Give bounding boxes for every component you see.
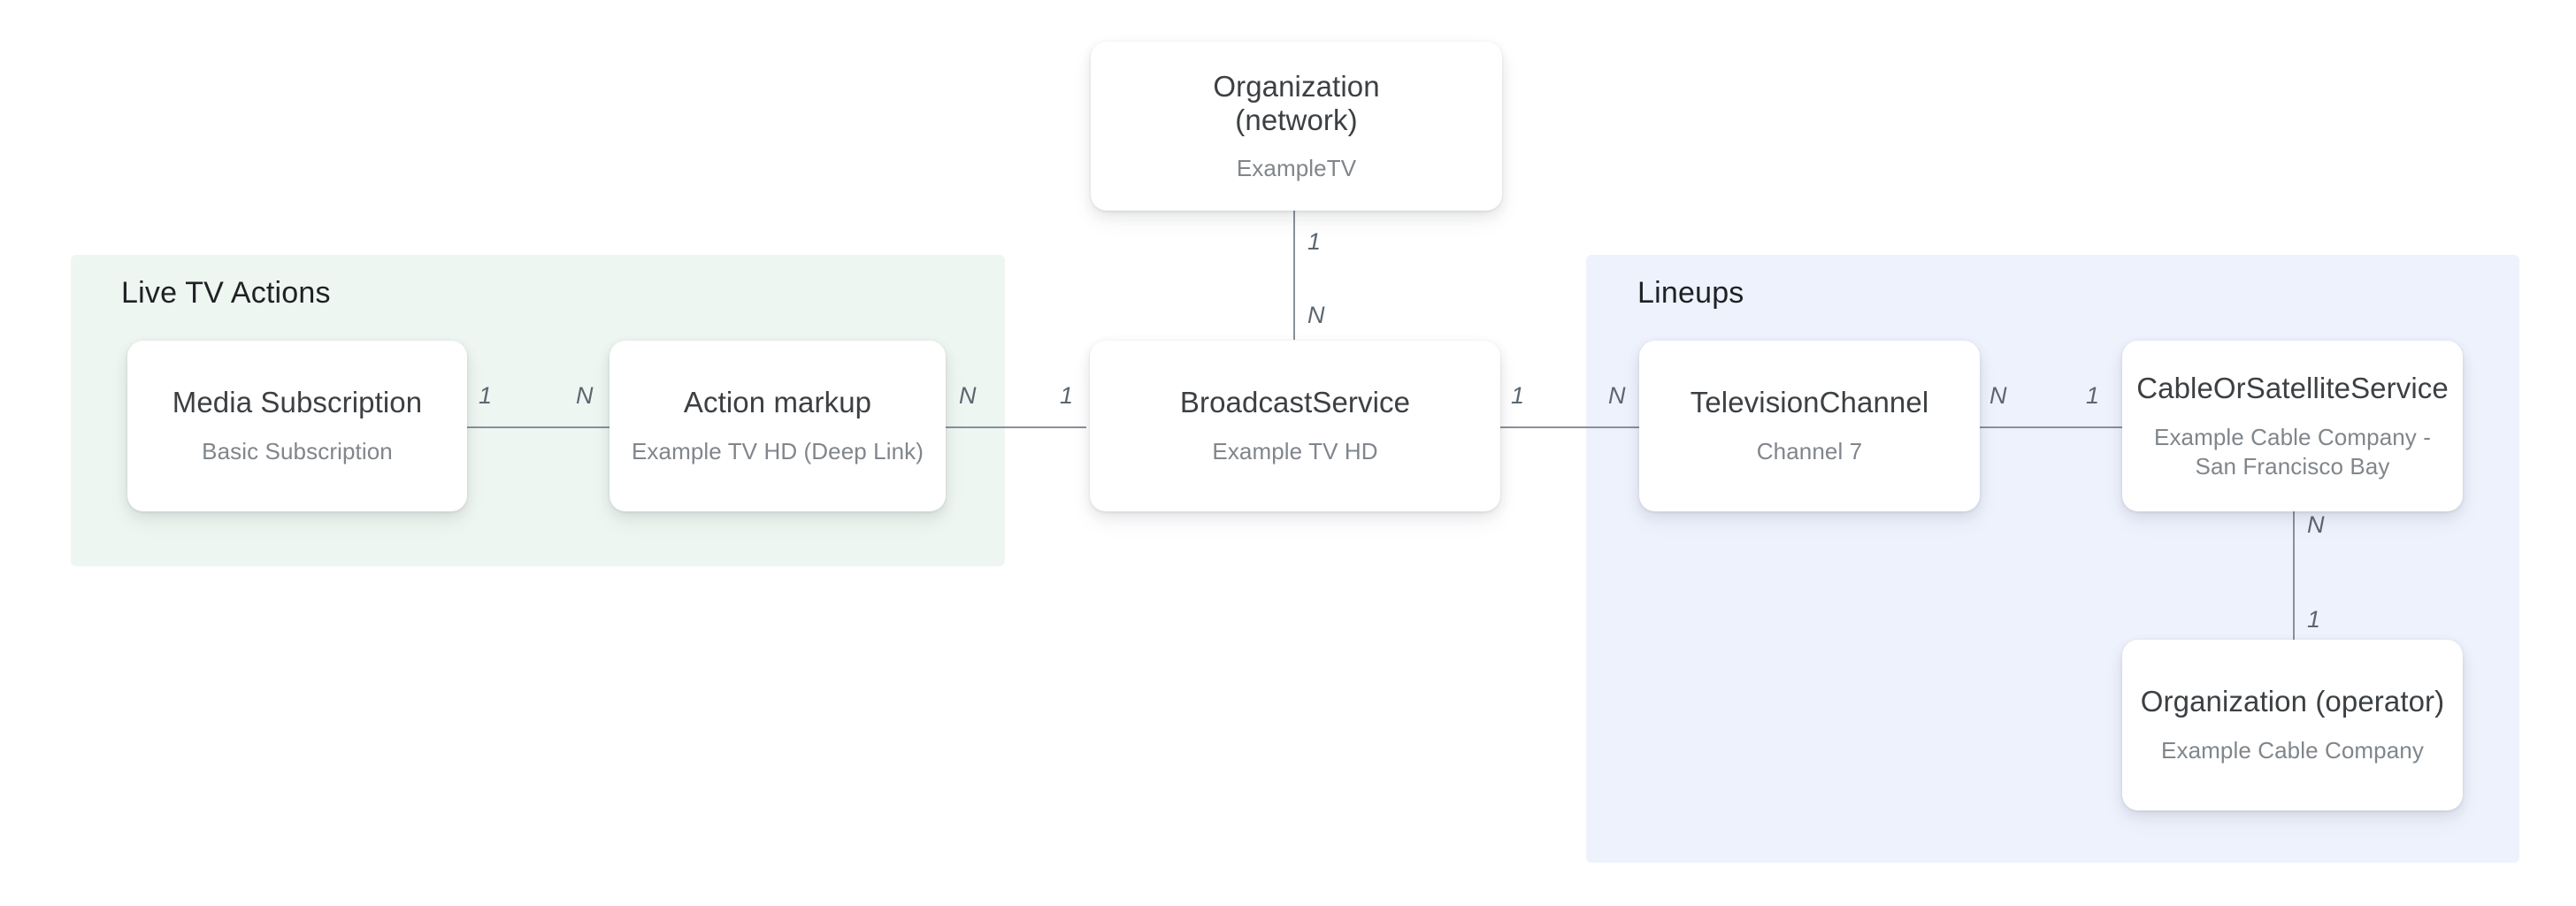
edge-label-org-network-to-broadcast-service-to: N [1307,302,1325,328]
edge-label-media-subscription-to-action-markup-to: N [576,382,594,409]
node-title-television-channel: TelevisionChannel [1690,386,1929,419]
node-cable-or-satellite-service[interactable]: CableOrSatelliteService Example Cable Co… [2122,341,2463,511]
edge-label-broadcast-service-to-television-channel-from: 1 [1511,382,1525,409]
node-title-organization-operator: Organization (operator) [2140,685,2445,718]
edge-television-channel-to-cable-or-satellite-service [1975,426,2122,428]
node-subtitle-action-markup: Example TV HD (Deep Link) [631,438,924,465]
node-title-action-markup: Action markup [683,386,872,419]
node-subtitle-organization-network: ExampleTV [1236,154,1357,181]
edge-label-action-markup-to-broadcast-service-from: N [959,382,977,409]
node-title-cable-or-satellite-service: CableOrSatelliteService [2136,371,2449,404]
node-title-organization-network: Organization (network) [1213,69,1380,137]
node-action-markup[interactable]: Action markup Example TV HD (Deep Link) [610,341,946,511]
node-organization-network[interactable]: Organization (network) ExampleTV [1091,42,1502,211]
node-subtitle-television-channel: Channel 7 [1756,438,1863,465]
edge-action-markup-to-broadcast-service [945,426,1086,428]
node-title-media-subscription: Media Subscription [172,386,423,419]
node-title-broadcast-service: BroadcastService [1179,386,1411,419]
edge-label-org-network-to-broadcast-service-from: 1 [1307,228,1322,255]
node-television-channel[interactable]: TelevisionChannel Channel 7 [1639,341,1980,511]
edge-media-subscription-to-action-markup [464,426,610,428]
group-title-lineups: Lineups [1637,276,1744,310]
edge-label-television-channel-to-cable-or-satellite-service-from: N [1990,382,2007,409]
node-organization-operator[interactable]: Organization (operator) Example Cable Co… [2122,640,2463,810]
edge-broadcast-service-to-television-channel [1497,426,1640,428]
edge-label-cable-or-satellite-service-to-org-operator-from: N [2307,511,2325,538]
edge-cable-or-satellite-service-to-org-operator [2293,511,2295,640]
edge-label-television-channel-to-cable-or-satellite-service-to: 1 [2086,382,2100,409]
edge-label-cable-or-satellite-service-to-org-operator-to: 1 [2307,606,2321,633]
node-media-subscription[interactable]: Media Subscription Basic Subscription [127,341,467,511]
node-subtitle-organization-operator: Example Cable Company [2161,737,2424,764]
edge-label-media-subscription-to-action-markup-from: 1 [479,382,493,409]
group-title-live-tv-actions: Live TV Actions [121,276,331,310]
node-broadcast-service[interactable]: BroadcastService Example TV HD [1090,341,1500,511]
edge-org-network-to-broadcast-service [1293,211,1295,340]
edge-label-action-markup-to-broadcast-service-to: 1 [1060,382,1074,409]
edge-label-broadcast-service-to-television-channel-to: N [1608,382,1626,409]
node-subtitle-cable-or-satellite-service: Example Cable Company - San Francisco Ba… [2154,424,2431,480]
node-subtitle-media-subscription: Basic Subscription [202,438,393,465]
node-subtitle-broadcast-service: Example TV HD [1212,438,1378,465]
